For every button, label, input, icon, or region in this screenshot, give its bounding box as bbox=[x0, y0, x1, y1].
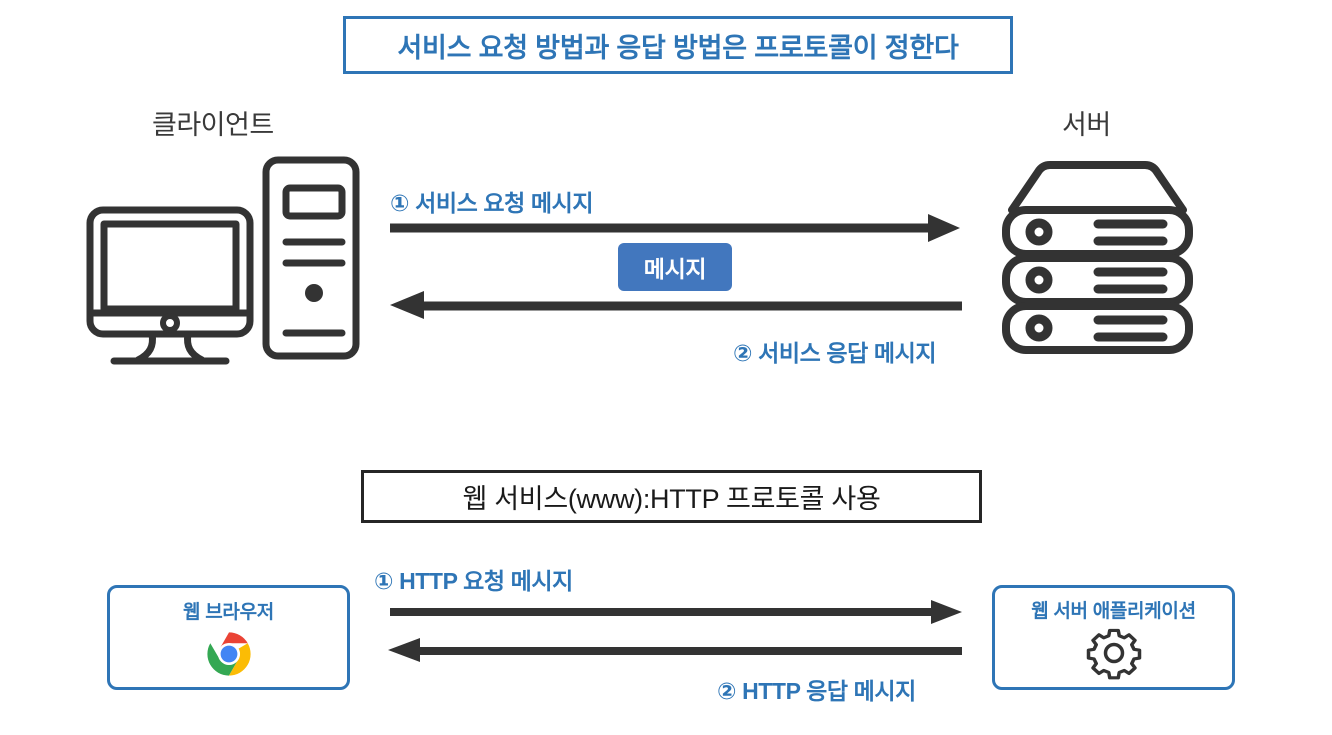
service-request-label: ① 서비스 요청 메시지 bbox=[390, 190, 594, 216]
service-request-arrow bbox=[388, 214, 964, 244]
top-banner-title: 서비스 요청 방법과 응답 방법은 프로토콜이 정한다 bbox=[397, 32, 959, 63]
arrow-right-icon bbox=[390, 214, 960, 242]
http-request-arrow bbox=[388, 600, 966, 626]
top-banner: 서비스 요청 방법과 응답 방법은 프로토콜이 정한다 bbox=[343, 16, 1013, 74]
server-label: 서버 bbox=[1062, 110, 1111, 140]
client-computer-illustration bbox=[80, 150, 370, 365]
web-server-application-title: 웹 서버 애플리케이션 bbox=[1031, 601, 1196, 622]
arrow-left-icon bbox=[390, 291, 962, 319]
web-server-application-node: 웹 서버 애플리케이션 bbox=[992, 585, 1235, 690]
web-browser-title: 웹 브라우저 bbox=[183, 602, 274, 623]
http-request-label: ① HTTP 요청 메시지 bbox=[374, 568, 573, 594]
service-response-label: ② 서비스 응답 메시지 bbox=[733, 340, 937, 366]
message-badge: 메시지 bbox=[618, 243, 732, 291]
server-illustration bbox=[1000, 160, 1195, 360]
message-badge-label: 메시지 bbox=[643, 256, 707, 282]
desktop-computer-icon bbox=[86, 156, 360, 365]
arrow-right-icon bbox=[390, 600, 962, 624]
http-response-label: ② HTTP 응답 메시지 bbox=[717, 678, 916, 704]
monitor-power-dot bbox=[160, 313, 180, 333]
gear-icon bbox=[1086, 628, 1141, 680]
chrome-logo-icon bbox=[206, 632, 251, 676]
http-response-arrow bbox=[386, 638, 964, 664]
bottom-banner-title: 웹 서비스(www):HTTP 프로토콜 사용 bbox=[462, 484, 881, 514]
arrow-left-icon bbox=[388, 638, 962, 662]
bottom-banner: 웹 서비스(www):HTTP 프로토콜 사용 bbox=[361, 470, 982, 523]
tower-power-button bbox=[305, 284, 323, 302]
web-browser-node: 웹 브라우저 bbox=[107, 585, 350, 690]
service-response-arrow bbox=[388, 291, 964, 321]
client-label: 클라이언트 bbox=[152, 110, 274, 140]
server-rack-icon bbox=[1002, 161, 1193, 354]
